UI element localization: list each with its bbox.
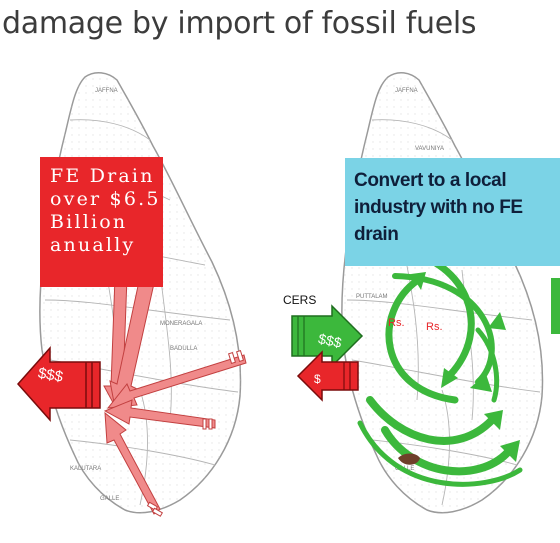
right-red-outflow-arrow: [296, 350, 359, 402]
green-money-label: $$$: [317, 330, 343, 351]
right-district-label: VAVUNIYA: [415, 146, 444, 152]
right-district-label: PUTTALAM: [356, 294, 388, 300]
left-district-label: JAFFNA: [95, 88, 118, 94]
left-money-label: $$$: [37, 365, 65, 386]
left-map: JAFFNA MONERAGALA BADULLA COLOMBO KALUTA…: [16, 72, 247, 517]
green-loop-arrow: [357, 420, 523, 487]
pink-arrow-tails: [146, 350, 244, 517]
green-loop-arrows: [357, 246, 523, 487]
local-industry-line: Convert to a local: [354, 170, 507, 191]
fe-drain-line: over $6.5: [50, 188, 161, 210]
green-loop-arrow: [475, 327, 500, 403]
red-money-label: $: [314, 372, 321, 386]
cers-green-arrow: [291, 304, 364, 368]
local-industry-callout: Convert to a local industry with no FE d…: [345, 158, 560, 266]
fe-drain-callout: FE Drain over $6.5 Billion anually: [40, 157, 163, 287]
left-district-label: GALLE: [100, 496, 119, 502]
local-industry-line: drain: [354, 224, 399, 245]
green-arrow-edge: [551, 278, 560, 334]
left-district-label: MONERAGALA: [160, 321, 202, 327]
fe-drain-line: Billion: [50, 211, 128, 233]
fe-drain-line: FE Drain: [50, 165, 155, 187]
right-map: JAFFNA VAVUNIYA PUTTALAM GALLE Rs. Rs.: [291, 72, 560, 514]
fe-drain-line: anually: [50, 234, 136, 256]
green-loop-arrow: [381, 426, 512, 476]
pink-arrow: [103, 399, 216, 429]
page-title: damage by import of fossil fuels: [2, 6, 477, 41]
local-industry-line: industry with no FE: [354, 197, 523, 218]
cers-label: CERS: [283, 293, 317, 307]
red-outflow-arrow: [16, 346, 101, 422]
left-district-label: KALUTARA: [70, 466, 101, 472]
left-district-label: BADULLA: [170, 346, 197, 352]
right-district-label: JAFFNA: [395, 88, 418, 94]
green-loop-arrow: [385, 276, 459, 404]
right-map-marker: [398, 453, 420, 465]
rs-label: Rs.: [388, 317, 405, 329]
pink-drain-arrows: [103, 271, 247, 515]
green-arrow-heads: [411, 272, 520, 462]
pink-arrow: [104, 411, 161, 515]
green-loop-arrow: [392, 273, 495, 385]
rs-label: Rs.: [426, 321, 443, 333]
green-loop-arrow: [366, 396, 496, 445]
